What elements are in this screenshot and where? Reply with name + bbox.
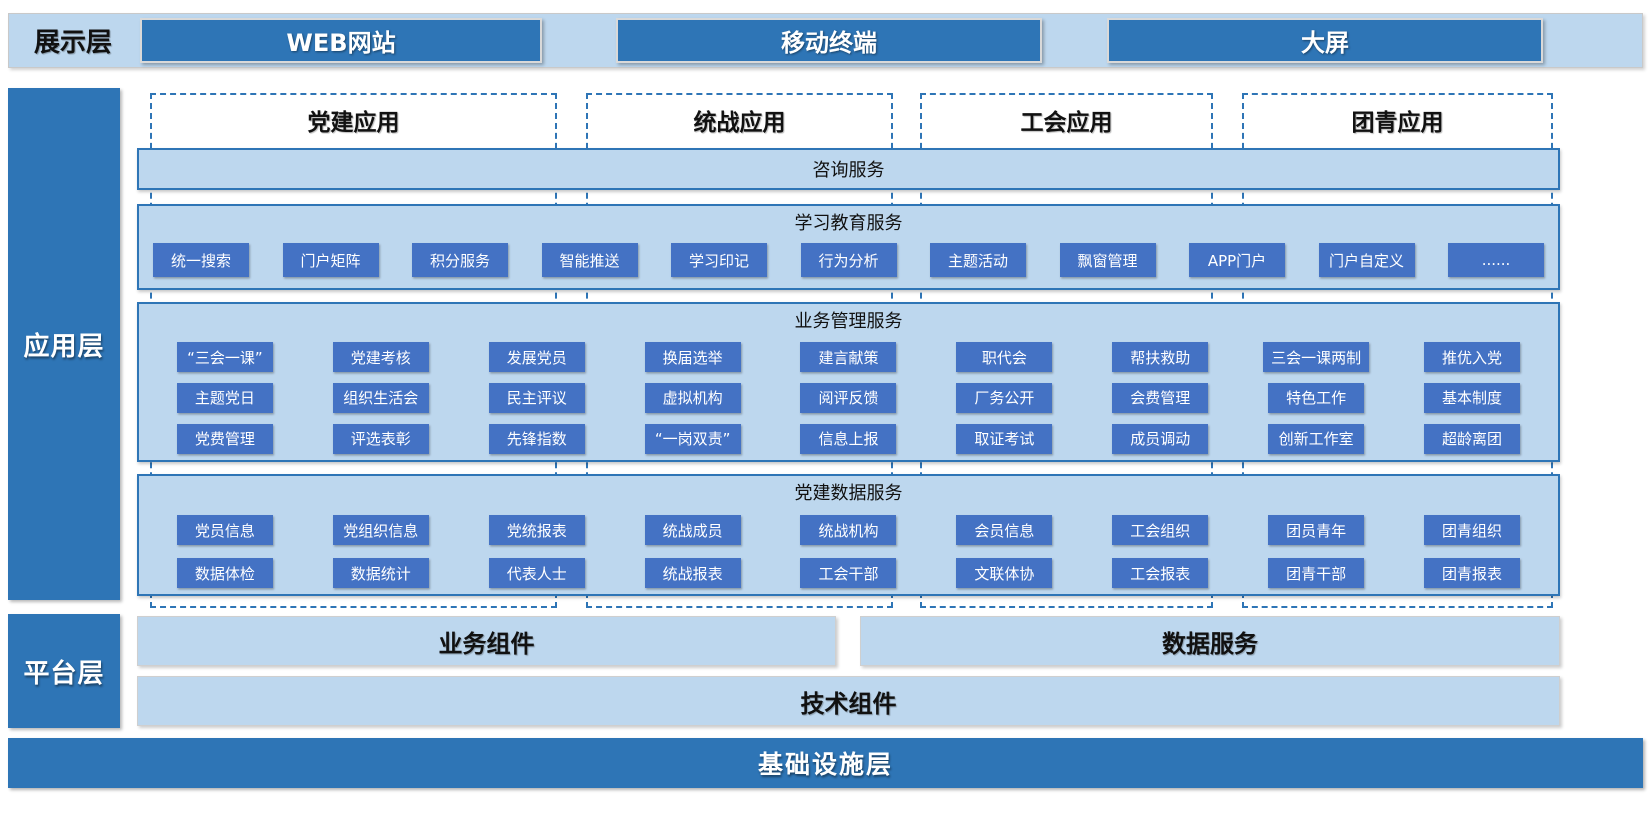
presentation-item-mobile: 移动终端	[616, 18, 1042, 63]
service-chip: 主题活动	[930, 243, 1026, 277]
service-chip-row: 数据体检 数据统计 代表人士 统战报表 工会干部 文联体协 工会报表 团青干部 团青报表	[139, 551, 1558, 595]
service-chip: 党员信息	[176, 515, 273, 545]
service-chip: 数据统计	[332, 558, 429, 588]
service-chip: 帮扶救助	[1112, 342, 1209, 372]
platform-tech-components: 技术组件	[137, 676, 1560, 726]
service-chip: 职代会	[956, 342, 1053, 372]
service-chip-row: 统一搜索门户矩阵积分服务智能推送学习印记行为分析主题活动飘窗管理 APP门户门户自…	[139, 239, 1558, 277]
service-chip: 学习印记	[671, 243, 767, 277]
service-chip: 三会一课两制	[1263, 342, 1370, 372]
consult-service-bar: 咨询服务	[137, 148, 1560, 190]
service-chip: 会员信息	[956, 515, 1053, 545]
service-chip: 阅评反馈	[800, 382, 897, 413]
service-chip: 党费管理	[176, 423, 273, 454]
app-column-header: 统战应用	[693, 110, 786, 136]
service-chip: “三会一课”	[176, 342, 273, 372]
platform-business-components: 业务组件	[137, 616, 836, 666]
service-chip: 统一搜索	[153, 243, 249, 277]
platform-data-service: 数据服务	[860, 616, 1560, 666]
service-chip: 信息上报	[800, 423, 897, 454]
service-chip: 厂务公开	[956, 382, 1053, 413]
service-chip: ......	[1448, 243, 1544, 277]
service-chip: 飘窗管理	[1059, 243, 1156, 277]
section-title: 业务管理服务	[794, 311, 903, 332]
service-chip: APP门户	[1189, 243, 1285, 277]
platform-layer-label: 平台层	[8, 614, 120, 728]
service-chip: 成员调动	[1112, 423, 1209, 454]
service-chip: 基本制度	[1424, 382, 1521, 413]
service-chip: 党建考核	[332, 342, 429, 372]
service-chip: 统战成员	[644, 515, 741, 545]
service-chip-row: 党员信息 党组织信息 党统报表 统战成员 统战机构 会员信息 工会组织 团员青年 团青组织	[139, 509, 1558, 551]
service-chip: 党组织信息	[332, 515, 429, 545]
service-chip: 团青干部	[1268, 558, 1365, 588]
service-chip: 评选表彰	[332, 423, 429, 454]
service-chip: 门户矩阵	[282, 243, 379, 277]
service-chip: 民主评议	[488, 382, 585, 413]
service-chip-row: 主题党日 组织生活会 民主评议 虚拟机构 阅评反馈 厂务公开 会费管理 特色工作 基本制度	[139, 377, 1558, 418]
service-chip: 取证考试	[956, 423, 1053, 454]
service-chip: 创新工作室	[1268, 423, 1365, 454]
service-chip: 特色工作	[1268, 382, 1365, 413]
service-chip: “一岗双责”	[644, 423, 741, 454]
service-chip: 代表人士	[488, 558, 585, 588]
service-chip: 发展党员	[488, 342, 585, 372]
service-chip: 团青组织	[1424, 515, 1521, 545]
service-chip: 会费管理	[1112, 382, 1209, 413]
service-chip: 组织生活会	[332, 382, 429, 413]
presentation-item-web: WEB网站	[140, 18, 542, 63]
service-chip: 统战机构	[800, 515, 897, 545]
service-chip: 换届选举	[644, 342, 741, 372]
service-chip: 建言献策	[800, 342, 897, 372]
service-chip: 工会报表	[1112, 558, 1209, 588]
service-chip: 文联体协	[956, 558, 1053, 588]
service-chip-row: 党费管理 评选表彰 先锋指数 “一岗双责” 信息上报 取证考试 成员调动 创新工作室 超龄离团	[139, 418, 1558, 459]
service-chip: 团青报表	[1424, 558, 1521, 588]
service-chip: 超龄离团	[1424, 423, 1521, 454]
section-title: 学习教育服务	[794, 213, 903, 234]
business-management-service-bar: 业务管理服务 “三会一课” 党建考核 发展党员 换届选举 建言献策 职代会 帮扶救助 三会一课…	[137, 302, 1560, 462]
service-chip: 行为分析	[800, 243, 897, 277]
service-chip: 统战报表	[644, 558, 741, 588]
service-chip: 虚拟机构	[644, 382, 741, 413]
infrastructure-layer-bar: 基础设施层	[8, 738, 1643, 788]
presentation-item-bigscreen: 大屏	[1107, 18, 1543, 63]
app-column-header: 工会应用	[1020, 110, 1113, 136]
service-chip: 工会组织	[1112, 515, 1209, 545]
learning-education-service-bar: 学习教育服务 统一搜索门户矩阵积分服务智能推送学习印记行为分析主题活动飘窗管理 A…	[137, 204, 1560, 290]
service-chip: 数据体检	[176, 558, 273, 588]
party-data-service-bar: 党建数据服务 党员信息 党组织信息 党统报表 统战成员 统战机构 会员信息 工会组织 团员青年…	[137, 474, 1560, 596]
service-chip: 党统报表	[488, 515, 585, 545]
service-chip: 门户自定义	[1318, 243, 1415, 277]
service-chip: 先锋指数	[488, 423, 585, 454]
app-column-header: 党建应用	[307, 110, 400, 136]
application-layer-label: 应用层	[8, 88, 120, 600]
section-title: 党建数据服务	[794, 483, 903, 504]
service-chip: 积分服务	[412, 243, 508, 277]
service-chip: 主题党日	[176, 382, 273, 413]
service-chip-row: “三会一课” 党建考核 发展党员 换届选举 建言献策 职代会 帮扶救助 三会一课两制 推优入党	[139, 337, 1558, 377]
app-column-header: 团青应用	[1351, 110, 1444, 136]
service-chip: 工会干部	[800, 558, 897, 588]
service-chip: 团员青年	[1268, 515, 1365, 545]
service-chip: 推优入党	[1424, 342, 1521, 372]
presentation-layer-label: 展示层	[33, 28, 112, 58]
service-chip: 智能推送	[541, 243, 638, 277]
